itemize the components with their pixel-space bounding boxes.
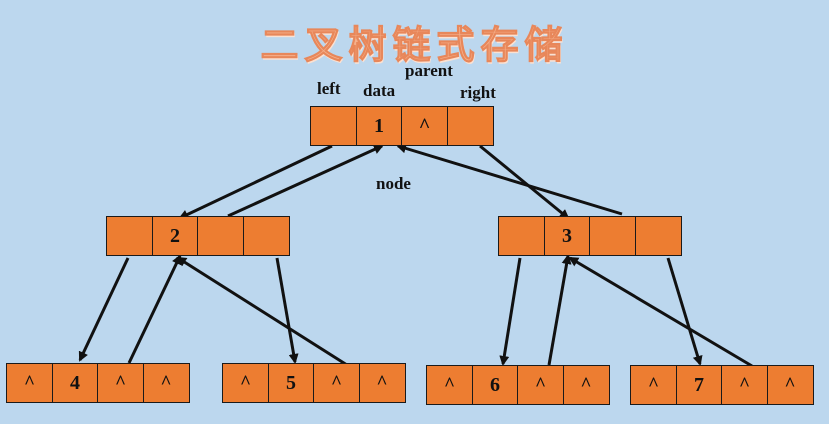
node-2-data-cell: 2 [151, 216, 199, 256]
node-label: node [376, 174, 411, 193]
node-1-left-cell [310, 106, 357, 146]
edge-5-to-2-arrow [176, 256, 348, 367]
node-6-data-cell: 6 [471, 365, 519, 405]
edge-2-to-4-arrow [78, 257, 130, 362]
edge-6-to-3-arrow [547, 254, 572, 366]
tree-node-2: 2 [106, 216, 290, 256]
node-7-left-cell: ^ [630, 365, 677, 405]
node-4-right-cell: ^ [142, 363, 190, 403]
edge-1-to-3-arrow [479, 144, 570, 220]
edge-3-to-1-arrow [396, 143, 623, 216]
data-field-label: data [363, 81, 396, 100]
tree-node-3: 3 [498, 216, 682, 256]
tree-node-6: ^ 6 ^ ^ [426, 365, 610, 405]
node-4-left-cell: ^ [6, 363, 53, 403]
node-6-left-cell: ^ [426, 365, 473, 405]
edge-7-to-3-arrow [568, 256, 753, 368]
node-4-parent-cell: ^ [97, 363, 144, 403]
tree-node-4: ^ 4 ^ ^ [6, 363, 190, 403]
node-2-left-cell [106, 216, 153, 256]
node-6-right-cell: ^ [562, 365, 610, 405]
node-3-parent-cell [589, 216, 636, 256]
edge-3-to-7-arrow [666, 257, 703, 366]
node-3-right-cell [634, 216, 682, 256]
node-1-parent-cell: ^ [401, 106, 448, 146]
node-1-right-cell [446, 106, 494, 146]
edge-1-to-2-arrow [178, 144, 333, 220]
node-1-data-cell: 1 [355, 106, 403, 146]
node-5-data-cell: 5 [267, 363, 315, 403]
node-2-parent-cell [197, 216, 244, 256]
right-field-label: right [460, 83, 496, 102]
node-7-right-cell: ^ [766, 365, 814, 405]
edge-2-to-5-arrow [275, 257, 299, 364]
node-7-data-cell: 7 [675, 365, 723, 405]
edge-4-to-2-arrow [127, 254, 182, 364]
node-3-left-cell [498, 216, 545, 256]
node-6-parent-cell: ^ [517, 365, 564, 405]
parent-field-label: parent [405, 61, 453, 80]
tree-node-7: ^ 7 ^ ^ [630, 365, 814, 405]
node-3-data-cell: 3 [543, 216, 591, 256]
tree-node-1: 1 ^ [310, 106, 494, 146]
node-2-right-cell [242, 216, 290, 256]
node-4-data-cell: 4 [51, 363, 99, 403]
node-5-left-cell: ^ [222, 363, 269, 403]
edge-3-to-6-arrow [499, 257, 522, 366]
node-7-parent-cell: ^ [721, 365, 768, 405]
node-5-parent-cell: ^ [313, 363, 360, 403]
edge-2-to-1-arrow [227, 144, 384, 218]
node-5-right-cell: ^ [358, 363, 406, 403]
tree-node-5: ^ 5 ^ ^ [222, 363, 406, 403]
left-field-label: left [317, 79, 341, 98]
diagram-title: 二叉树链式存储 [260, 23, 569, 68]
